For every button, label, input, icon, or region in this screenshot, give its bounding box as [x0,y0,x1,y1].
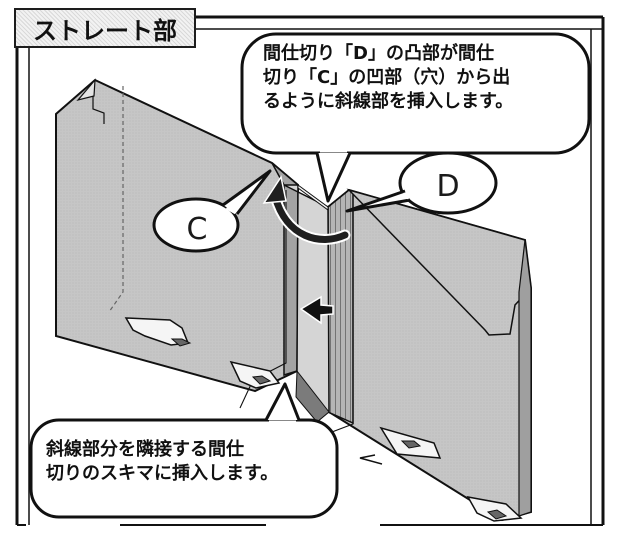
bottom-instruction-line-2: 切りのスキマに挿入します。 [46,463,279,485]
callout-bottom-bubble [29,382,339,519]
section-title: ストレート部 [14,8,196,48]
callout-top-bubble [240,32,591,203]
right-partition-panel [320,188,532,522]
d-label: D [436,169,460,204]
straight-insertion-arrow [299,295,334,325]
top-instruction-line-2: 切り「C」の凹部（穴）から出 [263,67,511,89]
curved-insertion-arrow [262,175,351,245]
top-instruction-line-1: 間仕切り「D」の凸部が間仕 [263,43,494,64]
top-instruction-callout: 間仕切り「D」の凸部が間仕 切り「C」の凹部（穴）から出 るように斜線部を挿入し… [263,42,513,114]
c-bubble [152,169,272,253]
d-bubble [345,151,498,215]
bottom-instruction-callout: 斜線部分を隣接する間仕 切りのスキマに挿入します。 [46,438,278,486]
bottom-instruction-line-1: 斜線部分を隣接する間仕 [46,439,244,460]
c-label: C [186,212,208,247]
outer-frame-lines [15,15,605,525]
top-instruction-line-3: るように斜線部を挿入します。 [263,91,514,113]
